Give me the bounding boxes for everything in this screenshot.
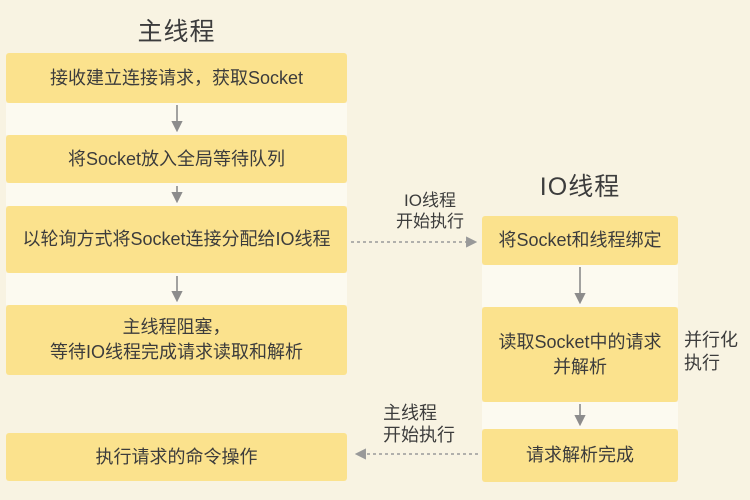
- step-read-parse-request: 读取Socket中的请求 并解析: [482, 307, 678, 402]
- step-parse-complete: 请求解析完成: [482, 429, 678, 482]
- step-execute-command: 执行请求的命令操作: [6, 433, 347, 481]
- step-assign-socket-to-io: 以轮询方式将Socket连接分配给IO线程: [6, 206, 347, 273]
- arrow-gap-strip: [482, 402, 678, 429]
- arrow-gap-strip: [6, 273, 347, 305]
- parallel-exec-label: 并行化 执行: [684, 330, 738, 373]
- step-main-thread-block: 主线程阻塞， 等待IO线程完成请求读取和解析: [6, 305, 347, 375]
- arrow-gap-strip: [6, 183, 347, 206]
- step-bind-socket-thread: 将Socket和线程绑定: [482, 216, 678, 265]
- main-start-label: 主线程 开始执行: [383, 403, 455, 445]
- step-receive-connection: 接收建立连接请求，获取Socket: [6, 53, 347, 103]
- arrow-gap-strip: [482, 265, 678, 307]
- arrow-gap-strip: [6, 103, 347, 135]
- io-start-label: IO线程 开始执行: [396, 191, 464, 231]
- main-thread-title: 主线程: [137, 18, 216, 46]
- step-enqueue-socket: 将Socket放入全局等待队列: [6, 135, 347, 183]
- io-thread-title: IO线程: [539, 173, 621, 201]
